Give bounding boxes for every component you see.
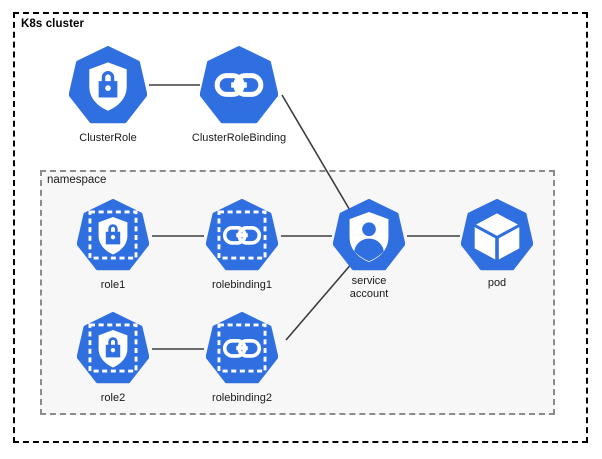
role1-label: role1 <box>100 279 126 291</box>
k8s-cluster-boundary <box>13 12 588 443</box>
rolebinding2-glyph <box>206 312 278 384</box>
pod-label: pod <box>487 277 507 289</box>
rolebinding1-label: rolebinding1 <box>212 279 272 291</box>
namespace-label: namespace <box>47 174 107 186</box>
clusterrolebinding-label: ClusterRoleBinding <box>191 132 287 144</box>
user-body-icon <box>354 238 384 262</box>
role1-glyph <box>77 199 149 271</box>
lock-keyhole-icon <box>105 85 111 91</box>
user-head-icon <box>362 222 376 237</box>
rolebinding2-label: rolebinding2 <box>212 392 272 404</box>
lock-keyhole-icon <box>110 235 116 240</box>
cube-box-icon <box>474 213 520 260</box>
rolebinding1-glyph <box>206 199 278 271</box>
k8s-cluster-label: K8s cluster <box>21 18 85 30</box>
lock-icon <box>98 70 118 98</box>
namespaced-dashed-border-icon <box>217 323 267 373</box>
role2-label: role2 <box>100 392 126 404</box>
lock-icon <box>105 337 121 358</box>
serviceaccount-glyph <box>333 199 405 271</box>
pod-glyph <box>461 199 533 271</box>
serviceaccount-label: service account <box>349 275 389 300</box>
lock-keyhole-icon <box>110 348 116 353</box>
clusterrole-glyph <box>69 46 147 124</box>
lock-icon <box>105 224 121 245</box>
chain-link-bar-icon <box>236 346 248 351</box>
chain-link-bar-icon <box>231 82 247 88</box>
namespaced-dashed-border-icon <box>217 210 267 260</box>
clusterrole-label: ClusterRole <box>79 132 137 144</box>
role2-glyph <box>77 312 149 384</box>
namespaced-dashed-border-icon <box>88 323 138 373</box>
chain-link-bar-icon <box>236 233 248 238</box>
namespaced-dashed-border-icon <box>88 210 138 260</box>
clusterrolebinding-glyph <box>200 46 278 124</box>
